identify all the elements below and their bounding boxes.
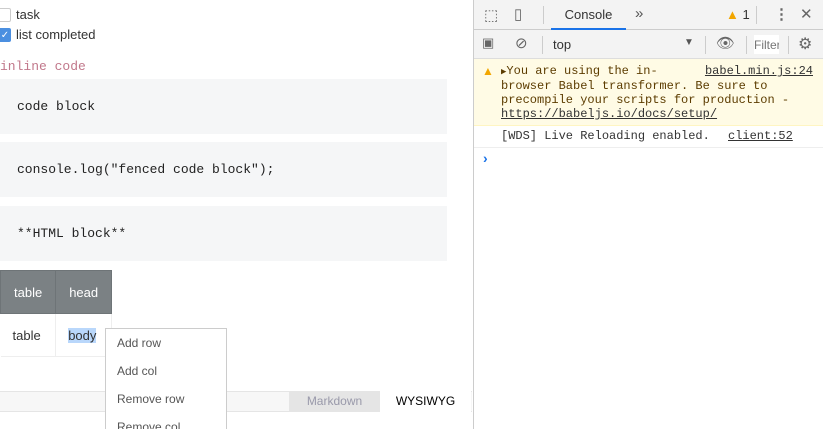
console-toolbar: ▣ ⊘ top ▼ 👁 ⚙ xyxy=(474,30,823,59)
source-link[interactable]: client:52 xyxy=(728,129,793,143)
more-tabs-icon[interactable]: » xyxy=(635,5,644,22)
eye-icon[interactable]: 👁 xyxy=(716,35,736,52)
tab-console[interactable]: Console xyxy=(551,0,626,30)
task-label: list completed xyxy=(16,27,96,42)
console-prompt[interactable]: › xyxy=(483,150,488,166)
docs-link[interactable]: https://babeljs.io/docs/setup/ xyxy=(501,107,718,121)
devtools-tabbar: ⬚ ▯ Console » ▲ 1 ⋮ ✕ xyxy=(474,0,823,30)
menu-item-remove-row[interactable]: Remove row xyxy=(117,392,185,406)
task-item[interactable]: ✓ list completed xyxy=(0,27,95,42)
menu-item-remove-col[interactable]: Remove col xyxy=(117,420,181,429)
console-log-message: [WDS] Live Reloading enabled. client:52 xyxy=(474,126,823,148)
selected-text: body xyxy=(68,327,97,343)
table-cell[interactable]: table xyxy=(0,313,57,357)
task-label: task xyxy=(16,7,40,22)
menu-item-add-col[interactable]: Add col xyxy=(117,364,158,378)
table-header-cell[interactable]: head xyxy=(55,270,113,314)
checkbox[interactable] xyxy=(0,7,11,22)
context-selector[interactable]: top xyxy=(553,37,572,52)
warning-icon: ▲ xyxy=(482,64,494,78)
filter-input[interactable] xyxy=(754,35,779,54)
context-menu: Add row Add col Remove row Remove col xyxy=(105,328,227,429)
table-cell[interactable]: body xyxy=(55,313,113,357)
task-item[interactable]: task xyxy=(0,7,40,22)
devtools: ⬚ ▯ Console » ▲ 1 ⋮ ✕ ▣ ⊘ top ▼ 👁 ⚙ ▲ ba… xyxy=(474,0,823,429)
menu-item-add-row[interactable]: Add row xyxy=(117,336,162,350)
menu-kebab-icon[interactable]: ⋮ xyxy=(774,6,789,23)
warning-icon: ▲ xyxy=(726,7,739,22)
log-text: [WDS] Live Reloading enabled. xyxy=(501,129,710,143)
sidebar-toggle-icon[interactable]: ▣ xyxy=(482,35,495,50)
console-warning-message: ▲ babel.min.js:24 ▶You are using the in-… xyxy=(474,59,823,126)
code-block[interactable]: code block xyxy=(0,79,447,134)
separator xyxy=(788,36,789,54)
wysiwyg-tab[interactable]: WYSIWYG xyxy=(380,391,471,412)
pane-divider[interactable] xyxy=(473,0,474,429)
warning-text: You are using the in-browser Babel trans… xyxy=(501,64,790,107)
inspect-element-icon[interactable]: ⬚ xyxy=(484,7,499,24)
separator xyxy=(746,36,747,54)
warning-count: 1 xyxy=(742,7,750,22)
separator xyxy=(756,6,757,24)
table-header-cell[interactable]: table xyxy=(0,270,57,314)
expand-icon[interactable]: ▶ xyxy=(501,67,507,77)
source-link[interactable]: babel.min.js:24 xyxy=(704,64,813,78)
code-block[interactable]: **HTML block** xyxy=(0,206,447,261)
editor-pane: task ✓ list completed inline code code bl… xyxy=(0,7,472,429)
separator xyxy=(543,6,544,24)
cell-text: table xyxy=(12,327,41,343)
clear-console-icon[interactable]: ⊘ xyxy=(515,35,528,52)
warning-counter[interactable]: ▲ 1 xyxy=(726,7,750,22)
markdown-tab[interactable]: Markdown xyxy=(289,391,380,412)
separator xyxy=(705,36,706,54)
inline-code: inline code xyxy=(0,59,86,74)
close-icon[interactable]: ✕ xyxy=(800,6,813,23)
code-block[interactable]: console.log("fenced code block"); xyxy=(0,142,447,197)
device-toolbar-icon[interactable]: ▯ xyxy=(514,6,523,23)
settings-gear-icon[interactable]: ⚙ xyxy=(798,36,813,53)
checkbox-checked[interactable]: ✓ xyxy=(0,27,11,42)
separator xyxy=(542,36,543,54)
dropdown-arrow-icon[interactable]: ▼ xyxy=(684,37,694,48)
